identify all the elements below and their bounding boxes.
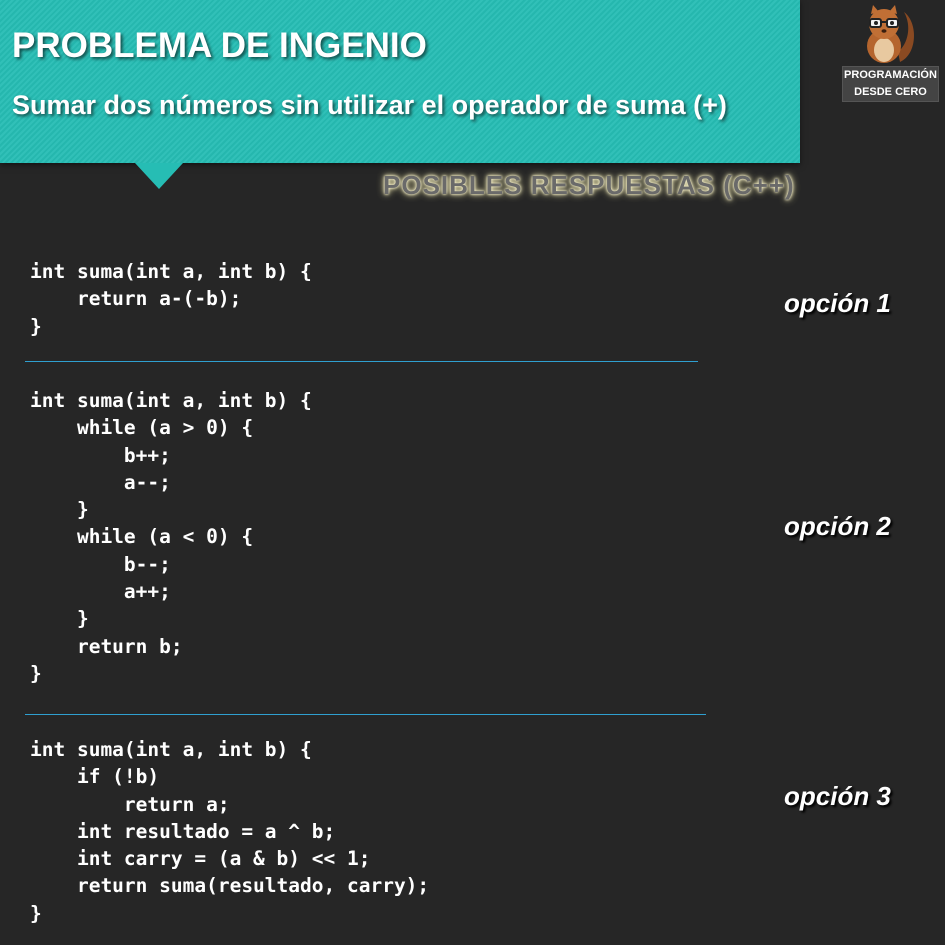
code-block-option-3: int suma(int a, int b) { if (!b) return … <box>30 738 430 925</box>
logo: PROGRAMACIÓN DESDE CERO <box>842 4 939 104</box>
code-block-option-2: int suma(int a, int b) { while (a > 0) {… <box>30 389 312 685</box>
title-banner: PROBLEMA DE INGENIO Sumar dos números si… <box>0 0 800 163</box>
option-label-3: opción 3 <box>784 781 891 811</box>
banner-pointer <box>135 163 183 189</box>
divider <box>25 361 698 362</box>
code-block-option-1: int suma(int a, int b) { return a-(-b); … <box>30 260 312 338</box>
answers-heading: POSIBLES RESPUESTAS (C++) <box>383 170 795 200</box>
page-subtitle: Sumar dos números sin utilizar el operad… <box>12 90 727 120</box>
logo-line-1: PROGRAMACIÓN <box>844 69 937 81</box>
option-label-2: opción 2 <box>784 511 891 541</box>
logo-line-2: DESDE CERO <box>854 86 927 98</box>
squirrel-mascot-icon <box>867 5 915 63</box>
logo-text: PROGRAMACIÓN DESDE CERO <box>842 66 939 102</box>
option-label-1: opción 1 <box>784 288 891 318</box>
divider <box>25 714 706 715</box>
page-title: PROBLEMA DE INGENIO <box>12 26 427 65</box>
